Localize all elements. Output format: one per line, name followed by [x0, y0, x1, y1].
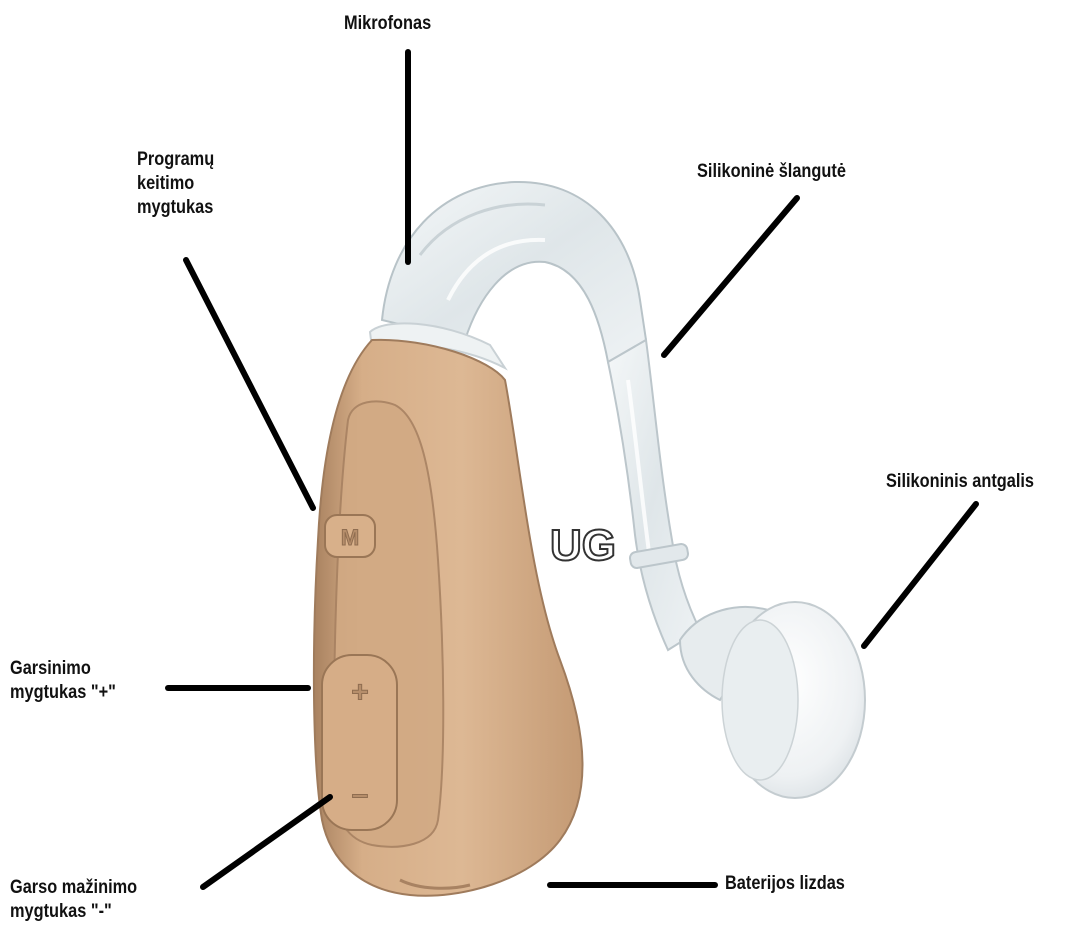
battery-label: Baterijos lizdas — [725, 872, 845, 896]
plus-symbol: + — [351, 676, 369, 709]
program-button-symbol: M — [341, 525, 359, 550]
silicone-ear-tip — [680, 602, 865, 798]
silicone-tube-label: Silikoninė šlangutė — [697, 160, 846, 184]
volume-down-label: Garso mažinimo mygtukas "-" — [10, 876, 137, 924]
microphone-label: Mikrofonas — [344, 12, 431, 36]
volume-down-leader-line — [203, 797, 330, 887]
ug-watermark: UG — [550, 521, 616, 570]
silicone-tube — [608, 340, 700, 650]
silicone-tube-leader-line — [664, 198, 797, 355]
silicone-tip-leader-line — [864, 504, 976, 646]
silicone-tip-label: Silikoninis antgalis — [886, 470, 1034, 494]
volume-up-label: Garsinimo mygtukas "+" — [10, 657, 116, 705]
volume-rocker: + – — [322, 655, 397, 830]
program-button-leader-line — [186, 260, 313, 508]
program-button: M — [325, 515, 375, 557]
program-button-label: Programų keitimo mygtukas — [137, 148, 214, 220]
minus-symbol: – — [352, 778, 369, 811]
